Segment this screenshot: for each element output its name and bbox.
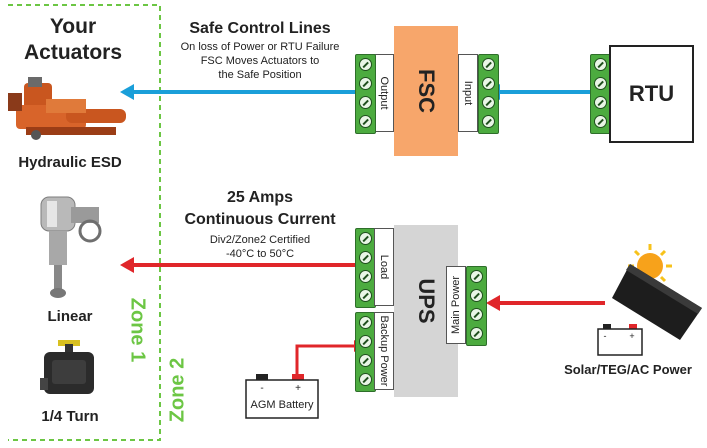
quarter-turn-label: 1/4 Turn xyxy=(41,408,99,425)
fsc-input-label: Input xyxy=(462,80,474,106)
rtu-terminal xyxy=(590,54,611,134)
actuators-title: Your Actuators xyxy=(23,15,123,64)
fsc-input-label-box: Input xyxy=(458,54,478,132)
current-line2: -40°C to 50°C xyxy=(225,248,295,260)
zone-2-label: Zone 2 xyxy=(166,357,189,423)
ups-load-label-box: Load xyxy=(374,228,394,306)
hydraulic-actuator-image xyxy=(8,77,126,140)
ups-backup-label-box: Backup Power xyxy=(374,312,394,390)
agm-battery-neg: - xyxy=(260,383,264,394)
ups-main-label-box: Main Power xyxy=(446,266,466,344)
hydraulic-esd-label: Hydraulic ESD xyxy=(18,154,122,171)
ups-load-label: Load xyxy=(378,254,390,280)
solar-teg-ac-label: Solar/TEG/AC Power xyxy=(564,362,692,377)
safe-control-heading: Safe Control Lines xyxy=(189,20,331,37)
current-line1: Div2/Zone2 Certified xyxy=(209,234,311,246)
ups-title: UPS xyxy=(414,278,439,324)
zone-1-label: Zone 1 xyxy=(126,297,149,363)
fsc-input-terminal xyxy=(478,54,499,134)
ups-backup-label: Backup Power xyxy=(378,315,390,387)
source-battery-neg: - xyxy=(603,331,607,341)
fsc-title: FSC xyxy=(414,69,439,113)
ups-backup-terminal xyxy=(355,312,376,392)
solar-panel-image xyxy=(612,244,702,340)
source-battery-pos: + xyxy=(629,331,635,341)
current-heading-line1: 25 Amps xyxy=(226,189,294,206)
safe-control-line3: the Safe Position xyxy=(218,69,302,81)
ups-main-terminal xyxy=(466,266,487,346)
linear-actuator-image xyxy=(40,196,102,298)
agm-battery-pos: + xyxy=(295,383,301,394)
agm-battery-label: AGM Battery xyxy=(250,399,314,411)
fsc-output-label: Output xyxy=(378,76,390,110)
rtu-box: RTU xyxy=(609,45,694,143)
ups-load-terminal xyxy=(355,228,376,308)
fsc-output-terminal xyxy=(355,54,376,134)
safe-control-line2: FSC Moves Actuators to xyxy=(200,55,320,67)
safe-control-line1: On loss of Power or RTU Failure xyxy=(180,41,340,53)
agm-battery-image xyxy=(245,374,319,419)
fsc-output-label-box: Output xyxy=(374,54,394,132)
linear-label: Linear xyxy=(47,308,93,325)
current-heading-line2: Continuous Current xyxy=(184,211,336,228)
source-battery-image xyxy=(597,324,643,356)
ups-main-label: Main Power xyxy=(450,275,462,335)
quarter-turn-actuator-image xyxy=(40,340,94,394)
fsc-box: FSC xyxy=(394,26,458,156)
